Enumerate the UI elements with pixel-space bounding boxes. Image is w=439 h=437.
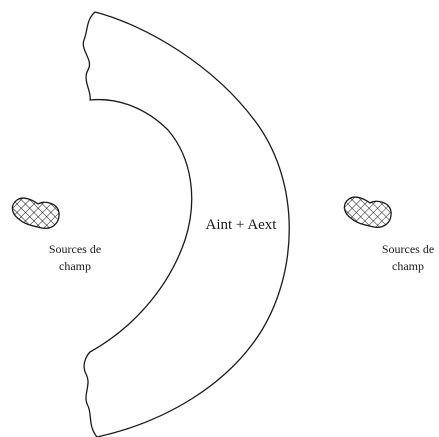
region-label: Aint + Aext [206,217,278,233]
left-field-source-icon [12,198,59,228]
right-field-source-icon [344,197,391,227]
right-source-label-line2: champ [392,259,424,273]
left-source-label-line2: champ [59,259,91,273]
left-source-label-line1: Sources de [49,242,101,256]
right-source-label-line1: Sources de [382,242,434,256]
